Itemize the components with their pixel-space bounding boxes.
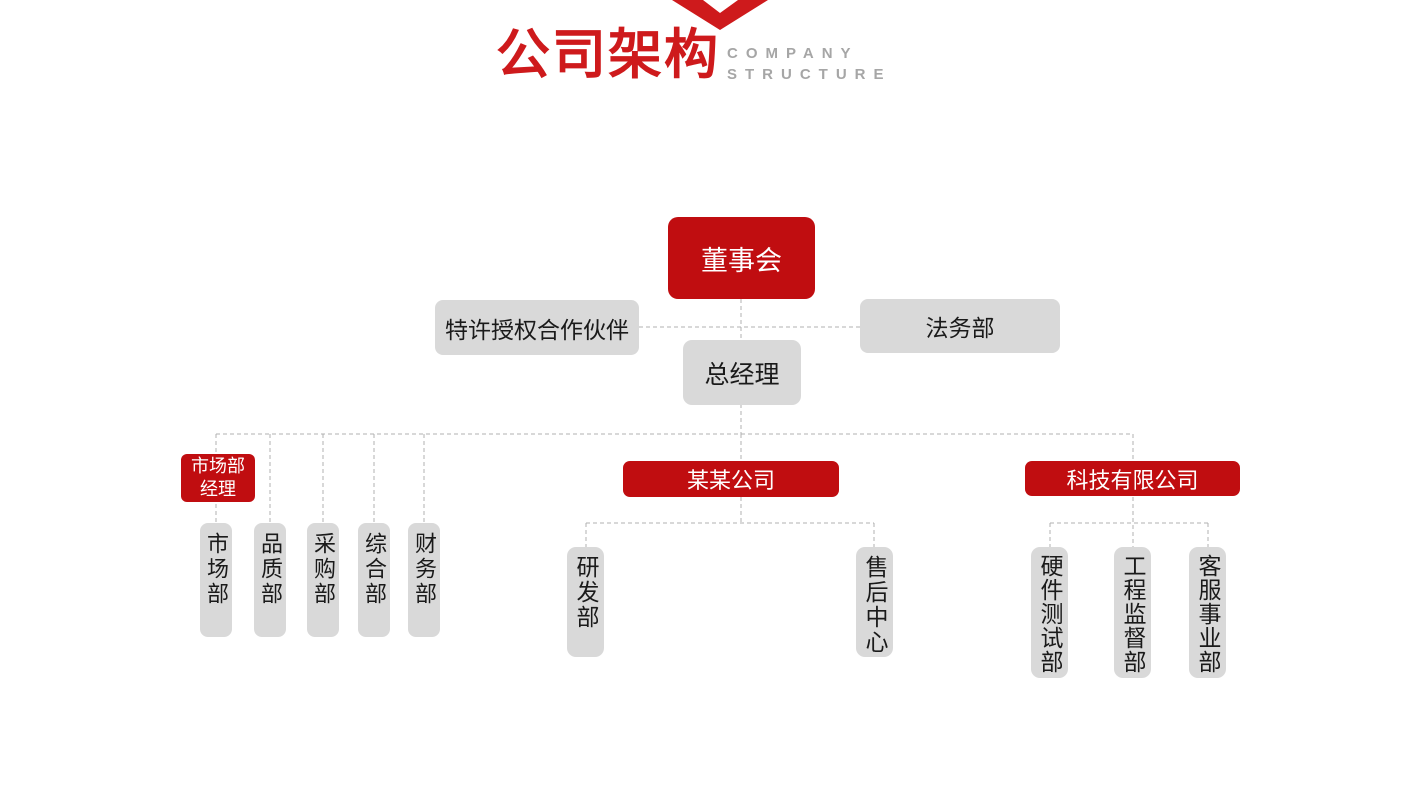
node-branch2-head: 某某公司 bbox=[623, 461, 839, 497]
node-legal-label: 法务部 bbox=[925, 315, 995, 341]
node-branch3-head: 科技有限公司 bbox=[1025, 461, 1240, 496]
node-branch3-head-label: 科技有限公司 bbox=[1066, 467, 1199, 493]
node-dept-engineering-supervision: 工程监督部 bbox=[1114, 547, 1151, 678]
node-dept-general-affairs: 综合部 bbox=[358, 523, 390, 637]
node-partner: 特许授权合作伙伴 bbox=[435, 300, 639, 355]
node-branch1-head-label: 市场部 经理 bbox=[191, 455, 245, 499]
node-dept-aftersales: 售后中心 bbox=[856, 547, 893, 657]
node-dept-purchasing: 采购部 bbox=[307, 523, 339, 637]
page-subtitle-line2: STRUCTURE bbox=[727, 66, 892, 83]
node-branch2-head-label: 某某公司 bbox=[686, 468, 775, 493]
page-title: 公司架构 bbox=[496, 25, 720, 85]
node-dept-customer-service: 客服事业部 bbox=[1189, 547, 1226, 678]
node-branch1-head: 市场部 经理 bbox=[181, 454, 255, 502]
node-board-label: 董事会 bbox=[701, 245, 782, 276]
node-dept-hardware-testing: 硬件测试部 bbox=[1031, 547, 1068, 678]
node-legal: 法务部 bbox=[860, 299, 1060, 353]
page-subtitle: COMPANY STRUCTURE bbox=[727, 43, 892, 85]
node-dept-finance: 财务部 bbox=[408, 523, 440, 637]
node-general-manager-label: 总经理 bbox=[704, 360, 780, 389]
page-subtitle-line1: COMPANY bbox=[727, 45, 859, 62]
down-arrow-icon bbox=[672, 0, 768, 30]
node-dept-rnd: 研发部 bbox=[567, 547, 604, 657]
node-dept-quality: 品质部 bbox=[254, 523, 286, 637]
node-board: 董事会 bbox=[668, 217, 815, 299]
node-general-manager: 总经理 bbox=[683, 340, 801, 405]
node-partner-label: 特许授权合作伙伴 bbox=[445, 316, 629, 343]
node-dept-marketing: 市场部 bbox=[200, 523, 232, 637]
